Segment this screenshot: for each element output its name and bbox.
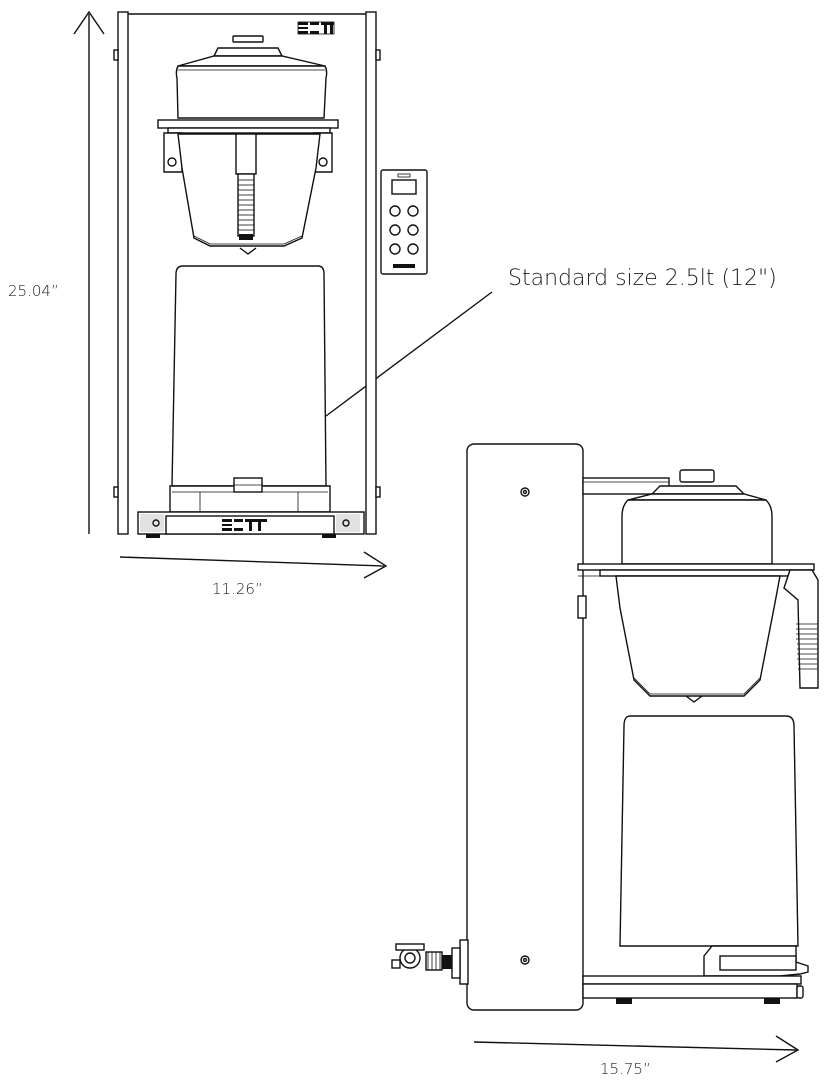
side-view [391,443,819,1011]
front-left-post [117,11,129,535]
front-view [113,11,428,538]
side-drain-corrugation [796,623,818,670]
side-column-panel [466,443,584,1011]
control-panel [380,169,428,275]
front-drain-corrugation [238,179,254,231]
front-right-post [365,11,377,535]
width-dimension-arrow [119,551,388,579]
front-width-dimension-label: 11.26” [212,580,263,598]
front-urn-body [171,265,327,487]
side-depth-dimension-label: 15.75” [600,1060,651,1078]
water-inlet-fitting [391,939,469,985]
callout-leader-line [325,291,493,417]
side-base-plate [582,975,802,985]
side-urn-body [619,715,799,947]
height-dimension-label: 25.04” [8,282,59,300]
brand-logo-top [297,21,335,35]
capacity-callout-label: Standard size 2.5lt (12") [508,266,777,291]
brand-logo-base [222,519,267,531]
height-dimension-arrow [73,10,105,534]
depth-dimension-arrow [473,1035,800,1063]
